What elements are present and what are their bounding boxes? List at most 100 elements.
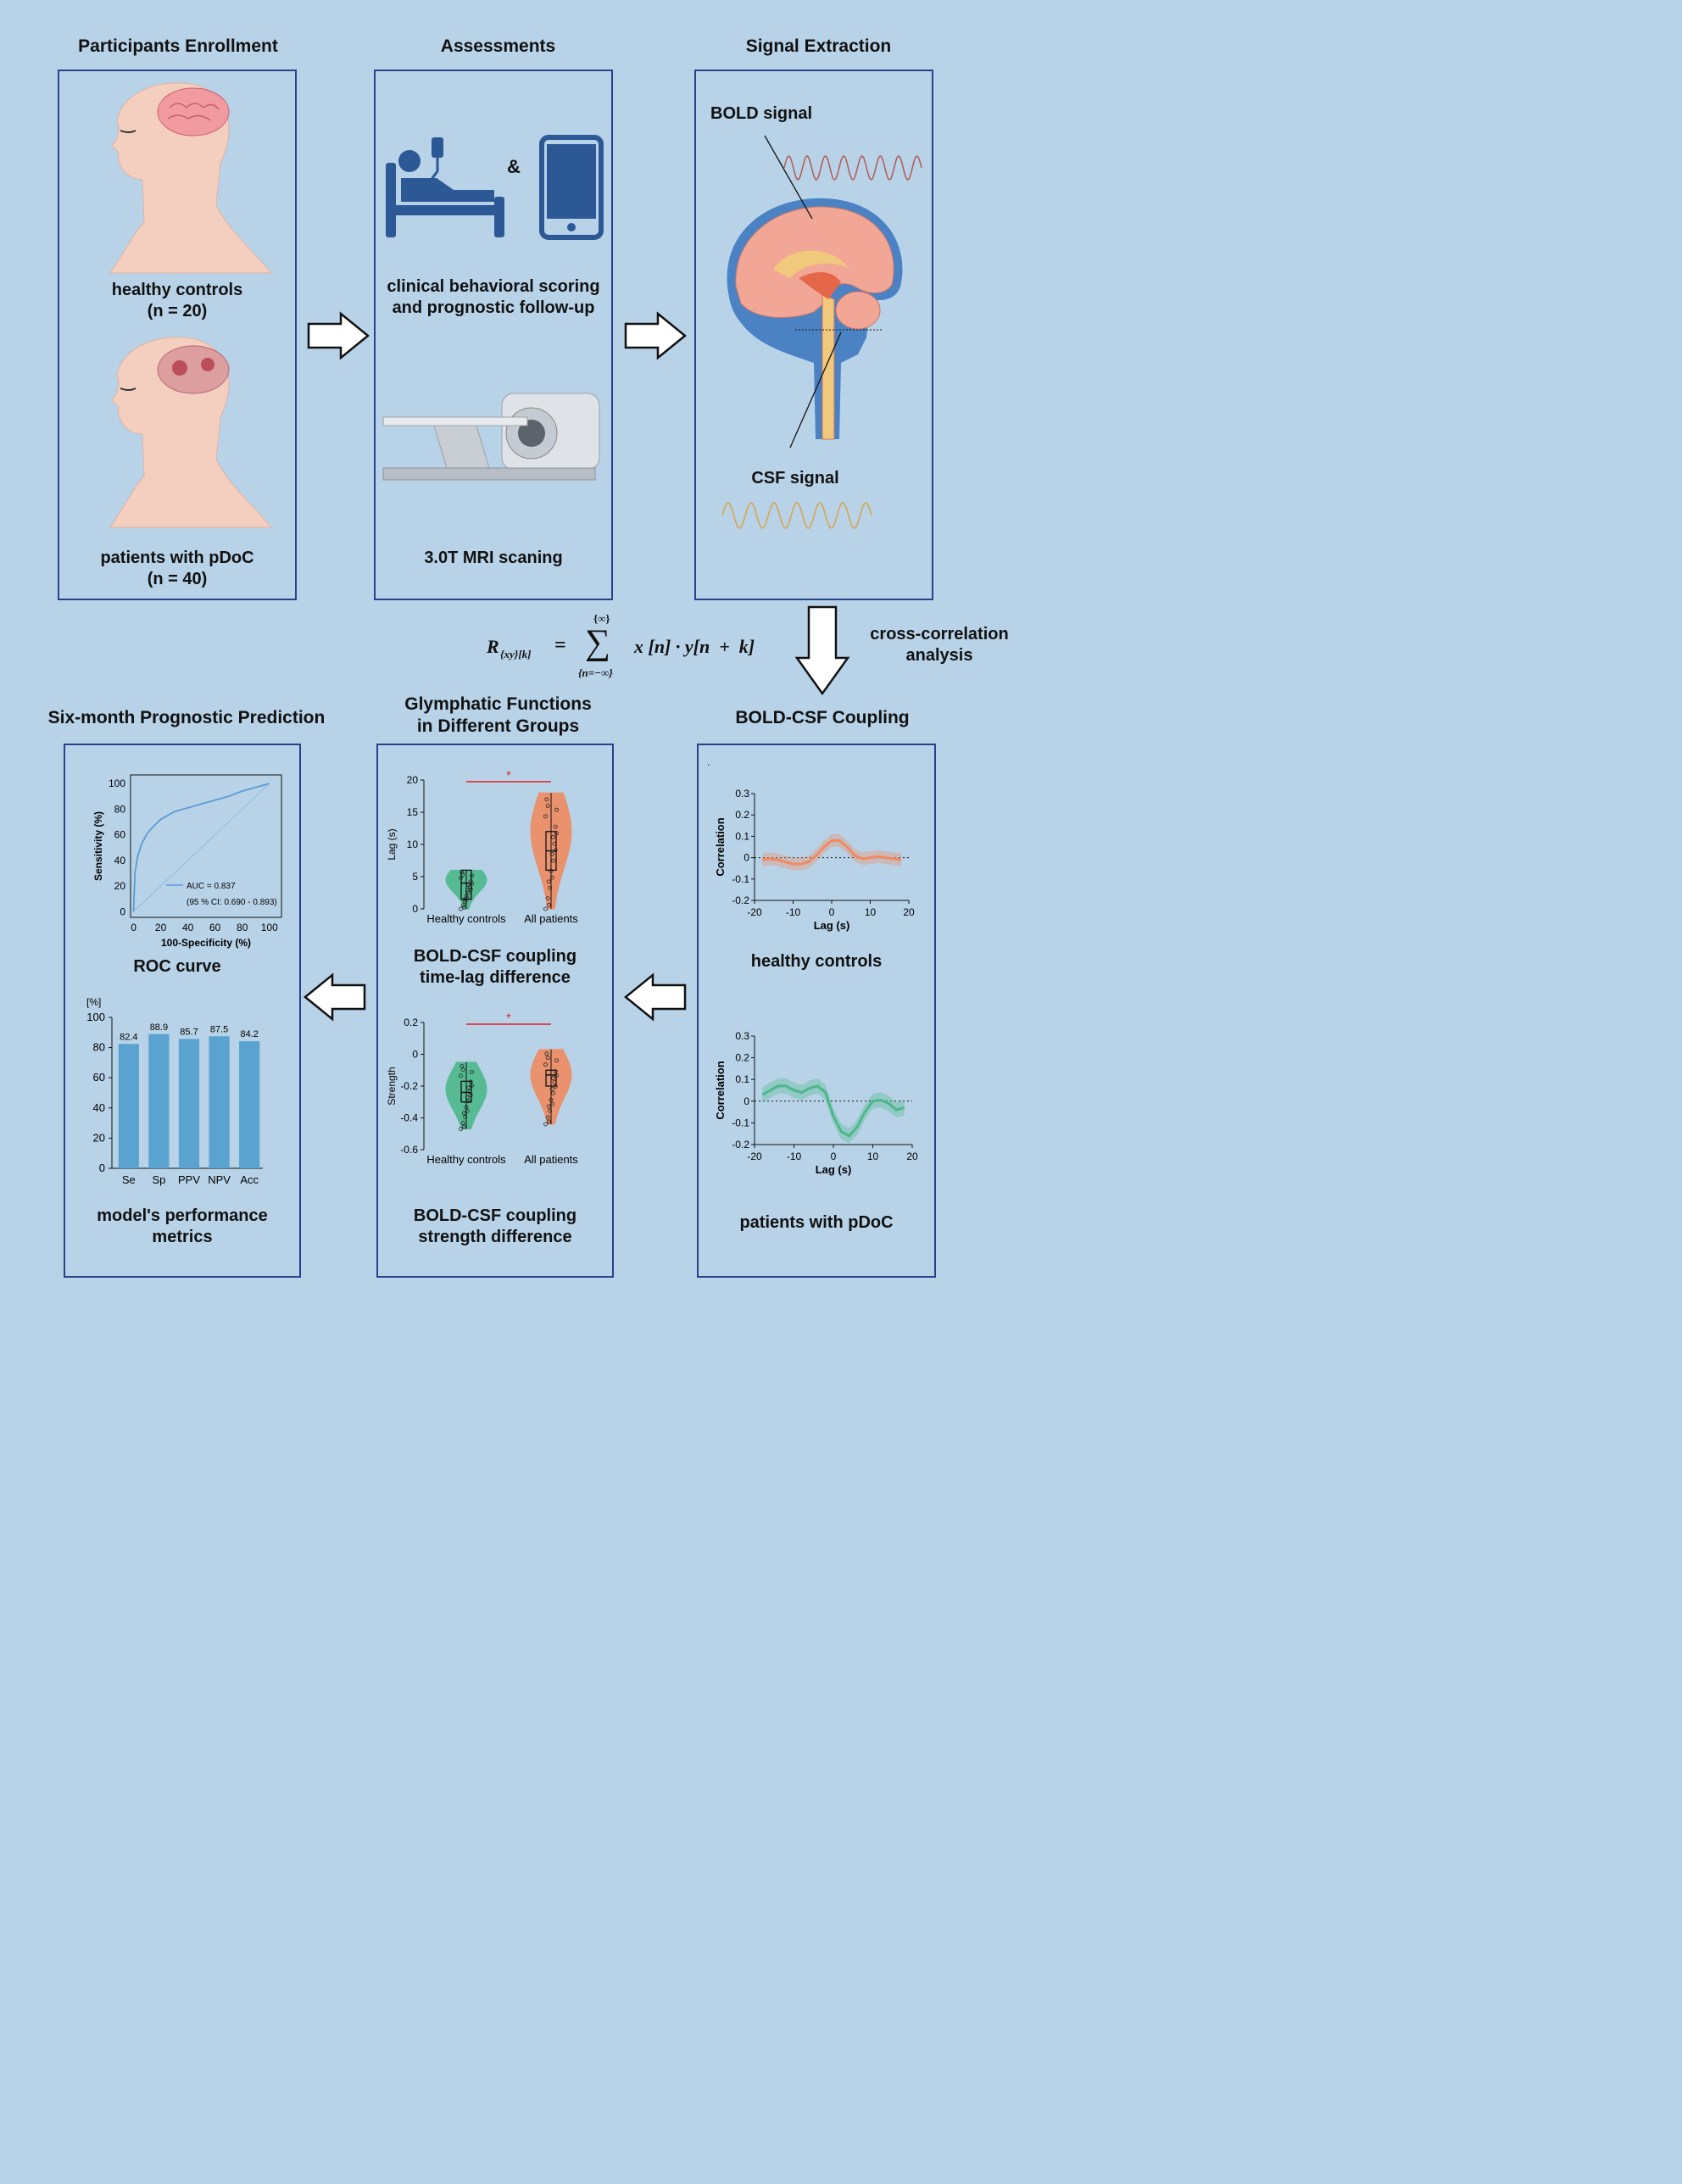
pt-enroll-n: (n = 40) [147,570,208,588]
bar [178,1039,200,1168]
violin-point [553,1084,558,1089]
x-tick-label: 100 [261,922,278,933]
violin-point [545,1115,550,1120]
violin-point [466,1085,471,1090]
y-tick-label: 10 [407,838,419,850]
x-tick-label: 20 [155,922,167,933]
confidence-band [762,833,901,871]
violin-point [549,875,554,880]
violin-point [459,1063,465,1068]
violin-point [551,835,556,839]
patient-head-illustration [109,337,273,528]
y-tick-label: 0.2 [735,1052,749,1064]
formula: R {xy}[k] = {∞} ∑ {n=−∞} x [n] · y[n + k… [468,610,790,682]
cerebellum-icon [835,291,881,330]
pointer-lines [764,135,882,448]
x-tick-label: 0 [131,922,136,933]
mri-scanner-illustration [382,393,600,481]
y-axis-label: Strength [386,1067,398,1105]
violin-point [466,890,471,895]
violin-point [465,896,470,901]
violin-point [459,906,463,911]
hc-enroll-label: healthy controls (n = 20) [58,280,297,322]
violin-point [465,889,470,893]
violin-point [470,1083,474,1088]
title-coupling: BOLD-CSF Coupling [735,708,910,727]
hospital-bed-icon [386,137,504,237]
y-tick-label: -0.6 [400,1144,418,1156]
violin-point [467,1089,472,1094]
title-participants: Participants Enrollment [78,36,278,56]
sum-icon: ∑ [585,623,610,662]
violin-point [545,896,550,901]
y-tick-label: 0 [99,1162,105,1174]
x-axis-label: Lag (s) [814,919,850,932]
violin-box [545,1069,557,1087]
significance-star: * [506,768,511,782]
healthy-brain-icon [157,87,230,136]
violin-point [549,852,554,856]
violin-point [460,1121,465,1125]
y-tick-label: 40 [93,1101,105,1114]
y-tick-label: -0.4 [400,1112,418,1124]
x-tick-label: 10 [867,1150,879,1162]
y-tick-label: -0.1 [732,873,749,885]
violin-point [549,1097,554,1102]
y-tick-label: 0 [120,905,125,917]
y-tick-label: 0.3 [735,788,749,800]
hc-enroll-text: healthy controls [111,281,243,299]
panel-participants [58,70,297,600]
bar [118,1044,139,1168]
violin-point [464,1105,469,1110]
coupling-dot: . [707,756,710,768]
x-tick-label: -10 [787,1150,802,1162]
bar [148,1034,170,1168]
hc-coupling-label: healthy controls [750,952,883,971]
y-unit-label: [%] [86,996,101,1008]
violin-point [543,1122,548,1127]
legend-auc: AUC = 0.837 [187,882,236,891]
violin-point [459,876,463,881]
y-tick-label: 60 [93,1071,105,1084]
y-tick-label: -0.2 [400,1080,418,1092]
significance-star: * [506,1011,511,1024]
lag-label: BOLD-CSF coupling time-lag difference [376,946,614,989]
formula-equals: = [554,634,566,656]
panel-assessments [374,70,613,600]
formula-rhs: x [n] · y[n + k] [634,636,755,657]
x-tick-label: 0 [831,1150,837,1162]
y-tick-label: 100 [86,1011,105,1023]
violin-point [554,831,559,836]
violin-point [543,814,548,819]
roc-label: ROC curve [133,957,221,976]
violin-point [551,1076,556,1080]
brain-sagittal-illustration [727,198,903,440]
y-tick-label: 20 [407,774,419,786]
scoring-label: clinical behavioral scoring and prognost… [374,276,613,319]
y-tick-label: -0.1 [732,1117,749,1128]
category-label: All patients [524,1153,578,1166]
category-label: Healthy controls [426,912,506,925]
violin-point [543,1062,548,1067]
y-tick-label: 80 [114,803,126,815]
y-tick-label: 20 [114,880,126,892]
violin-point [465,1108,470,1113]
violin-point [468,1079,473,1084]
violin-point [467,884,472,889]
x-tick-label: -20 [747,906,762,918]
bold-signal-label: BOLD signal [710,104,813,123]
x-tick-label: 20 [903,906,915,918]
y-tick-label: 0.1 [735,1073,749,1085]
category-label: Sp [152,1173,165,1186]
pt-enroll-label: patients with pDoC (n = 40) [58,548,297,590]
y-tick-label: 0.3 [735,1030,749,1042]
violin-point [470,881,474,886]
bar-value: 88.9 [150,1022,168,1033]
category-label: All patients [524,912,578,925]
y-tick-label: 60 [114,829,126,841]
violin-point [545,804,550,808]
violin-point [460,903,465,908]
violin-point [462,1124,466,1129]
arrow-left-2 [304,972,366,1022]
